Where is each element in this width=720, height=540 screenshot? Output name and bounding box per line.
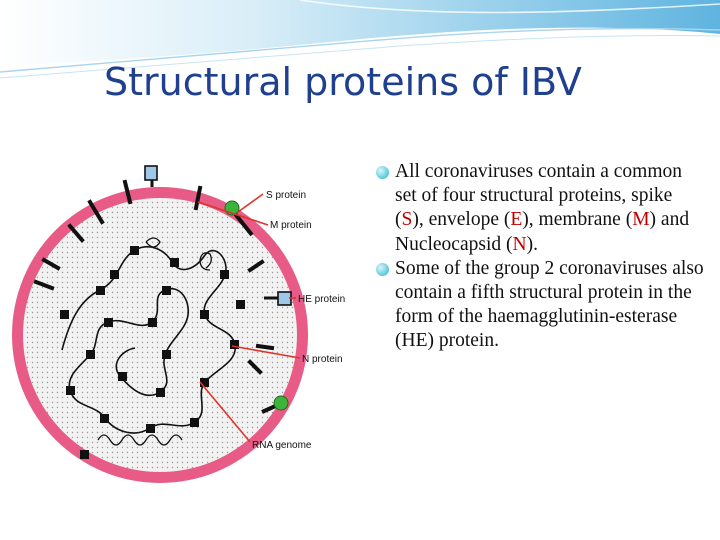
m-protein-bars	[33, 179, 275, 375]
bullet-dot-icon	[376, 262, 389, 276]
label-m-protein: M protein	[270, 220, 312, 231]
n-protein-blocks	[60, 246, 245, 459]
label-he-protein: HE protein	[298, 294, 345, 305]
bullet-text: Some of the group 2 coronaviruses also c…	[395, 257, 704, 352]
ibv-virion-diagram: S protein M protein HE protein N protein…	[12, 165, 345, 483]
label-n-protein: N protein	[302, 354, 343, 365]
bullet-item: All coronaviruses contain a common set o…	[372, 160, 704, 257]
he-protein-icon	[144, 165, 158, 181]
bullet-dot-icon	[376, 166, 389, 179]
label-rna-genome: RNA genome	[252, 440, 312, 451]
bullet-list: All coronaviruses contain a common set o…	[372, 160, 704, 354]
virion-interior	[23, 198, 297, 472]
bullet-text: All coronaviruses contain a common set o…	[395, 161, 690, 255]
header-wave-banner	[0, 0, 720, 79]
label-s-protein: S protein	[266, 190, 306, 201]
slide-title: Structural proteins of IBV	[104, 60, 582, 104]
s-protein-head-icon	[273, 395, 289, 411]
label-pointers	[197, 193, 301, 443]
rna-genome-strand	[61, 246, 236, 434]
bullet-item: Some of the group 2 coronaviruses also c…	[372, 257, 704, 354]
